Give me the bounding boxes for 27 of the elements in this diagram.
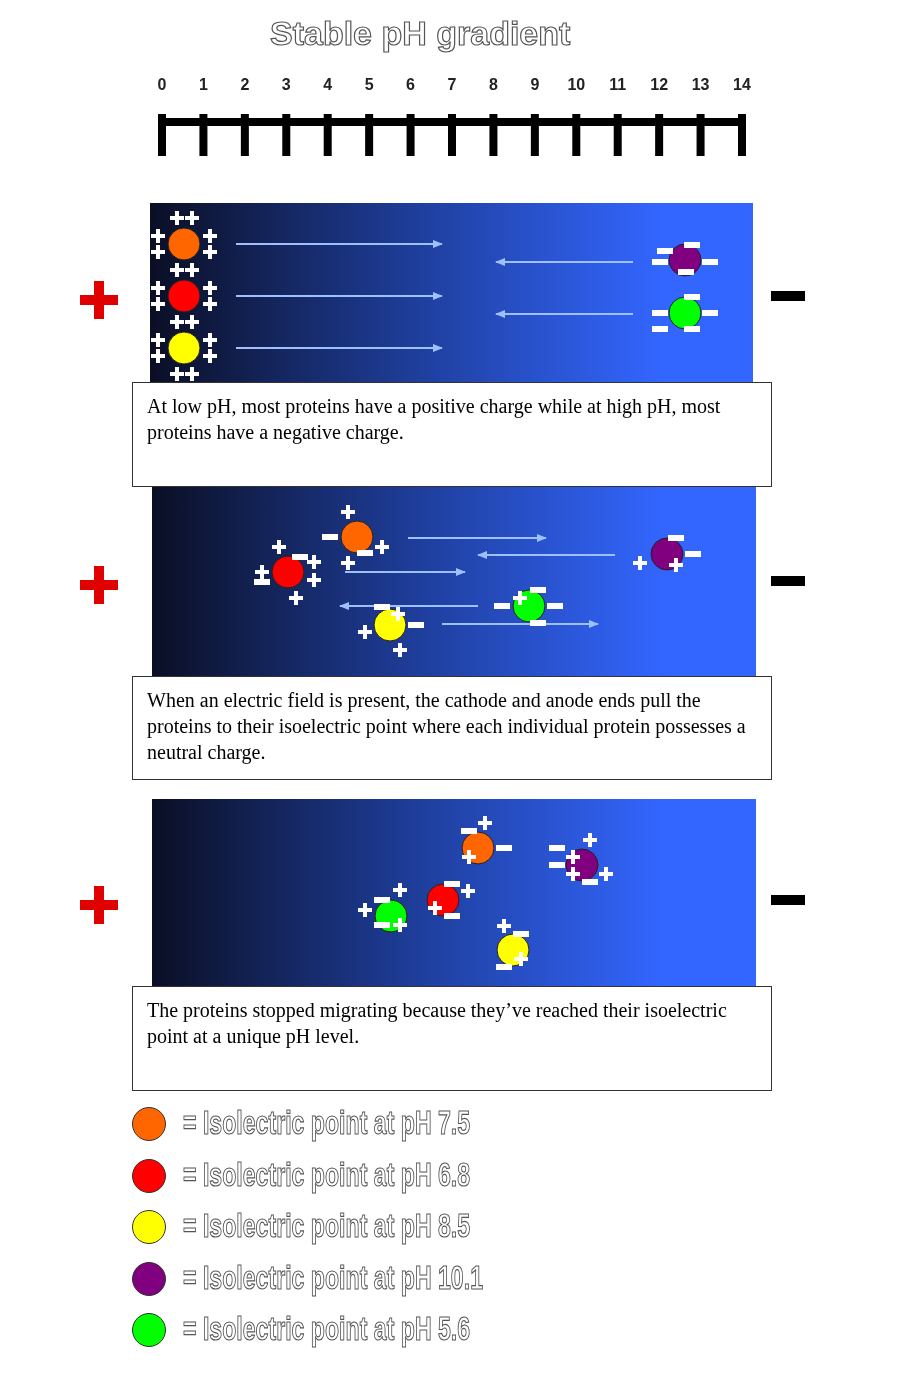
tick-label: 8 <box>488 76 498 94</box>
tick-label: 2 <box>240 76 250 94</box>
legend-text: = Isolectric point at pH 10.1 <box>183 1256 483 1297</box>
tick-label: 6 <box>406 76 415 94</box>
tick-label: 14 <box>733 76 751 94</box>
description-text: When an electric field is present, the cathode and anode ends pull the proteins to their isoelectric point where each individual protein possesses a neutral charge. <box>147 688 747 765</box>
tick-label: 10 <box>567 76 586 94</box>
diagram-title: Stable pH gradient <box>270 14 571 53</box>
tick-label: 13 <box>691 76 710 94</box>
description-text: At low pH, most proteins have a positive charge while at high pH, most proteins have a negative charge. <box>147 394 722 445</box>
tick-label: 0 <box>157 76 167 94</box>
legend-text: = Isolectric point at pH 7.5 <box>183 1102 471 1142</box>
tick-label: 1 <box>198 76 208 94</box>
text-box <box>132 676 772 780</box>
description-text: The proteins stopped migrating because they’ve reached their isoelectric point at a unique pH level. <box>147 998 728 1049</box>
text-box <box>132 986 772 1091</box>
tick-label: 4 <box>323 76 333 94</box>
text-box <box>132 382 772 487</box>
tick-label: 5 <box>364 76 374 94</box>
legend-text: = Isolectric point at pH 8.5 <box>183 1205 471 1245</box>
tick-label: 7 <box>447 76 457 94</box>
tick-label: 3 <box>281 76 291 94</box>
tick-label: 12 <box>650 76 669 94</box>
legend-text: = Isolectric point at pH 6.8 <box>183 1153 471 1194</box>
tick-label: 9 <box>530 76 540 94</box>
legend-text: = Isolectric point at pH 5.6 <box>183 1308 471 1348</box>
tick-label: 11 <box>609 76 627 94</box>
